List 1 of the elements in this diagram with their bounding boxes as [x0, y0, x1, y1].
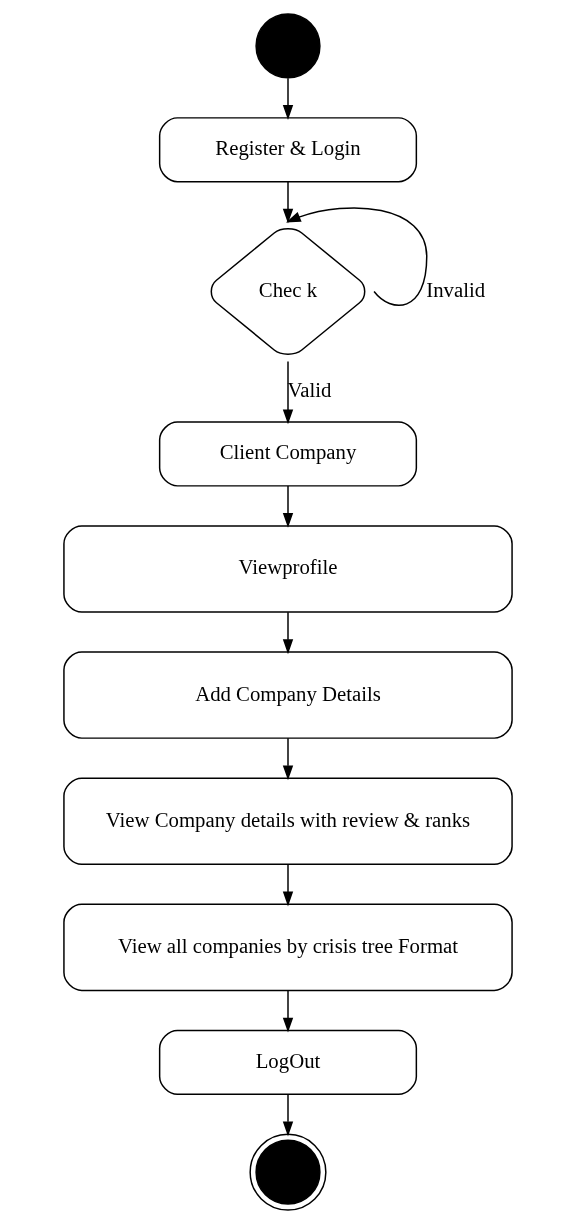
edge-label: Invalid	[426, 277, 486, 301]
